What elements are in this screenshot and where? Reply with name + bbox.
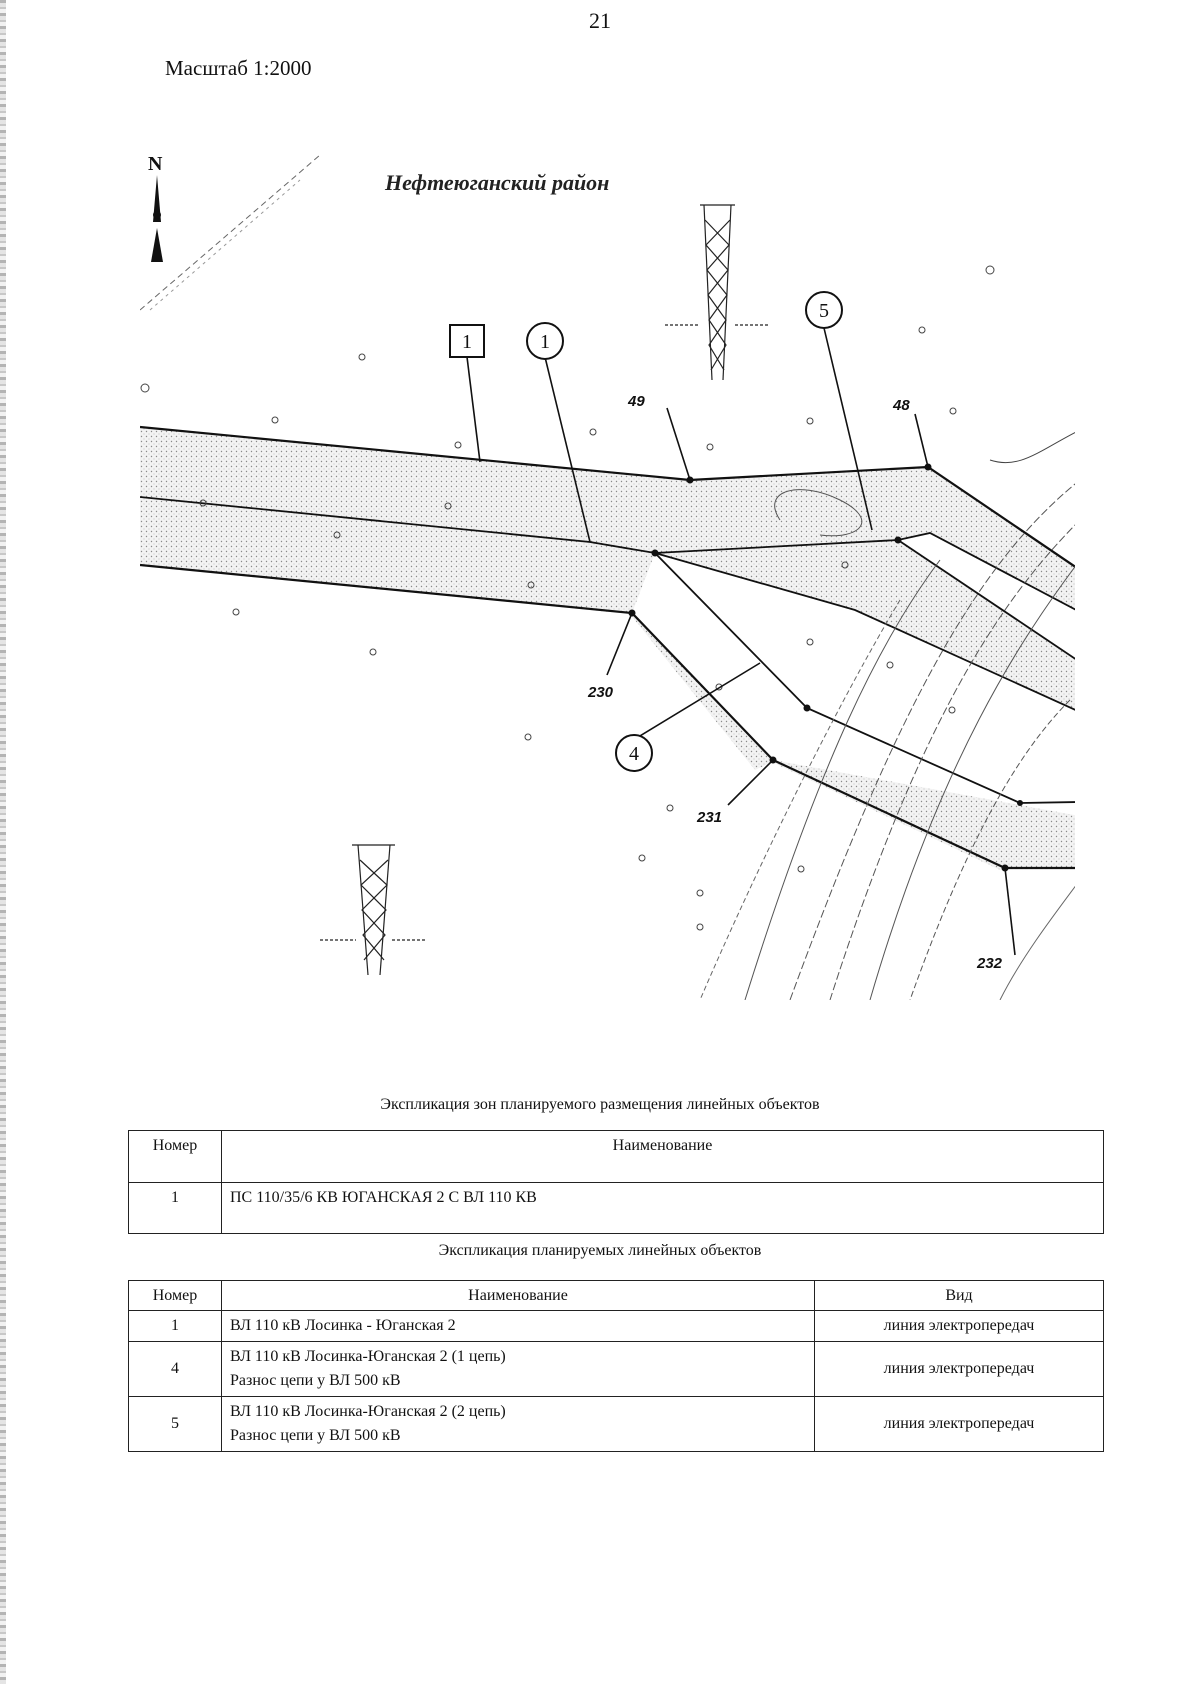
north-label: N	[148, 153, 163, 175]
vertex-markers	[628, 463, 1023, 872]
scan-edge	[0, 0, 6, 1684]
point-label-49: 49	[627, 393, 645, 410]
objects-cell-type: линия электропередач	[814, 1310, 1104, 1342]
zones-cell-name: ПС 110/35/6 КВ ЮГАНСКАЯ 2 С ВЛ 110 КВ	[221, 1182, 1104, 1234]
objects-cell-type: линия электропередач	[814, 1341, 1104, 1397]
objects-cell-name: ВЛ 110 кВ Лосинка - Юганская 2	[221, 1310, 815, 1342]
objects-header-type: Вид	[814, 1280, 1104, 1311]
svg-text:5: 5	[819, 300, 829, 322]
table-row: 4 ВЛ 110 кВ Лосинка-Юганская 2 (1 цепь) …	[128, 1341, 1104, 1397]
road-line	[140, 154, 321, 311]
north-arrow: N	[148, 153, 163, 262]
point-label-230: 230	[587, 684, 614, 701]
power-line-1	[140, 496, 1075, 611]
objects-cell-name-line2: Разнос цепи у ВЛ 500 кВ	[230, 1372, 401, 1389]
contour-line	[774, 489, 863, 537]
map: N Нефтеюганский район	[140, 153, 1075, 1000]
zones-header-number: Номер	[128, 1130, 222, 1183]
power-line-4	[654, 552, 1075, 804]
objects-cell-name-line1: ВЛ 110 кВ Лосинка-Юганская 2 (1 цепь)	[230, 1348, 506, 1365]
callout-line-1: 1	[526, 322, 564, 360]
zones-cell-number: 1	[128, 1182, 222, 1234]
zones-header-name: Наименование	[221, 1130, 1104, 1183]
point-label-48: 48	[892, 397, 910, 414]
objects-cell-number: 4	[128, 1341, 222, 1397]
svg-text:4: 4	[629, 743, 639, 765]
objects-header-number: Номер	[128, 1280, 222, 1311]
tower-icon	[665, 204, 770, 381]
survey-markers	[140, 265, 995, 931]
table-row: 1 ВЛ 110 кВ Лосинка - Юганская 2 линия э…	[128, 1310, 1104, 1342]
pipeline-5	[744, 559, 941, 1000]
district-label: Нефтеюганский район	[384, 170, 609, 195]
objects-cell-name: ВЛ 110 кВ Лосинка-Юганская 2 (2 цепь) Ра…	[221, 1396, 815, 1452]
pipeline-1	[789, 483, 1075, 1000]
objects-cell-type: линия электропередач	[814, 1396, 1104, 1452]
point-label-232: 232	[976, 955, 1003, 972]
objects-cell-name-line2: Разнос цепи у ВЛ 500 кВ	[230, 1427, 401, 1444]
pipeline-6	[699, 599, 901, 1000]
callout-line-5: 5	[805, 291, 843, 329]
power-line-5	[654, 552, 1075, 711]
svg-text:1: 1	[462, 331, 472, 353]
objects-cell-number: 5	[128, 1396, 222, 1452]
callout-zone-1: 1	[449, 324, 485, 358]
zone-corridor-main	[140, 427, 1075, 870]
zones-table-caption: Экспликация зон планируемого размещения …	[380, 1096, 820, 1113]
pipeline-2	[829, 524, 1075, 1000]
page-number: 21	[589, 8, 611, 33]
zones-table: Номер Наименование 1 ПС 110/35/6 КВ ЮГАН…	[128, 1130, 1104, 1234]
callout-line-4: 4	[615, 734, 653, 772]
objects-header-name: Наименование	[221, 1280, 815, 1311]
callout-leaders	[466, 327, 1016, 956]
table-row: 5 ВЛ 110 кВ Лосинка-Юганская 2 (2 цепь) …	[128, 1396, 1104, 1452]
objects-table-caption: Экспликация планируемых линейных объекто…	[438, 1242, 762, 1259]
pipeline-3	[869, 565, 1075, 1000]
pipeline-7	[999, 885, 1075, 1000]
table-row: 1 ПС 110/35/6 КВ ЮГАНСКАЯ 2 С ВЛ 110 КВ	[128, 1182, 1104, 1234]
point-label-231: 231	[696, 809, 722, 826]
objects-cell-name: ВЛ 110 кВ Лосинка-Юганская 2 (1 цепь) Ра…	[221, 1341, 815, 1397]
svg-text:1: 1	[540, 331, 550, 353]
tower-icon	[320, 844, 425, 976]
power-line-branch	[897, 539, 1075, 660]
zone-boundary-north	[140, 425, 1075, 568]
objects-table: Номер Наименование Вид 1 ВЛ 110 кВ Лосин…	[128, 1280, 1104, 1452]
objects-cell-number: 1	[128, 1310, 222, 1342]
stream-line	[989, 432, 1075, 464]
road-line-2	[149, 179, 301, 311]
pipeline-4	[909, 699, 1071, 1000]
map-scale: Масштаб 1:2000	[165, 56, 312, 80]
objects-cell-name-line1: ВЛ 110 кВ Лосинка-Юганская 2 (2 цепь)	[230, 1403, 506, 1420]
